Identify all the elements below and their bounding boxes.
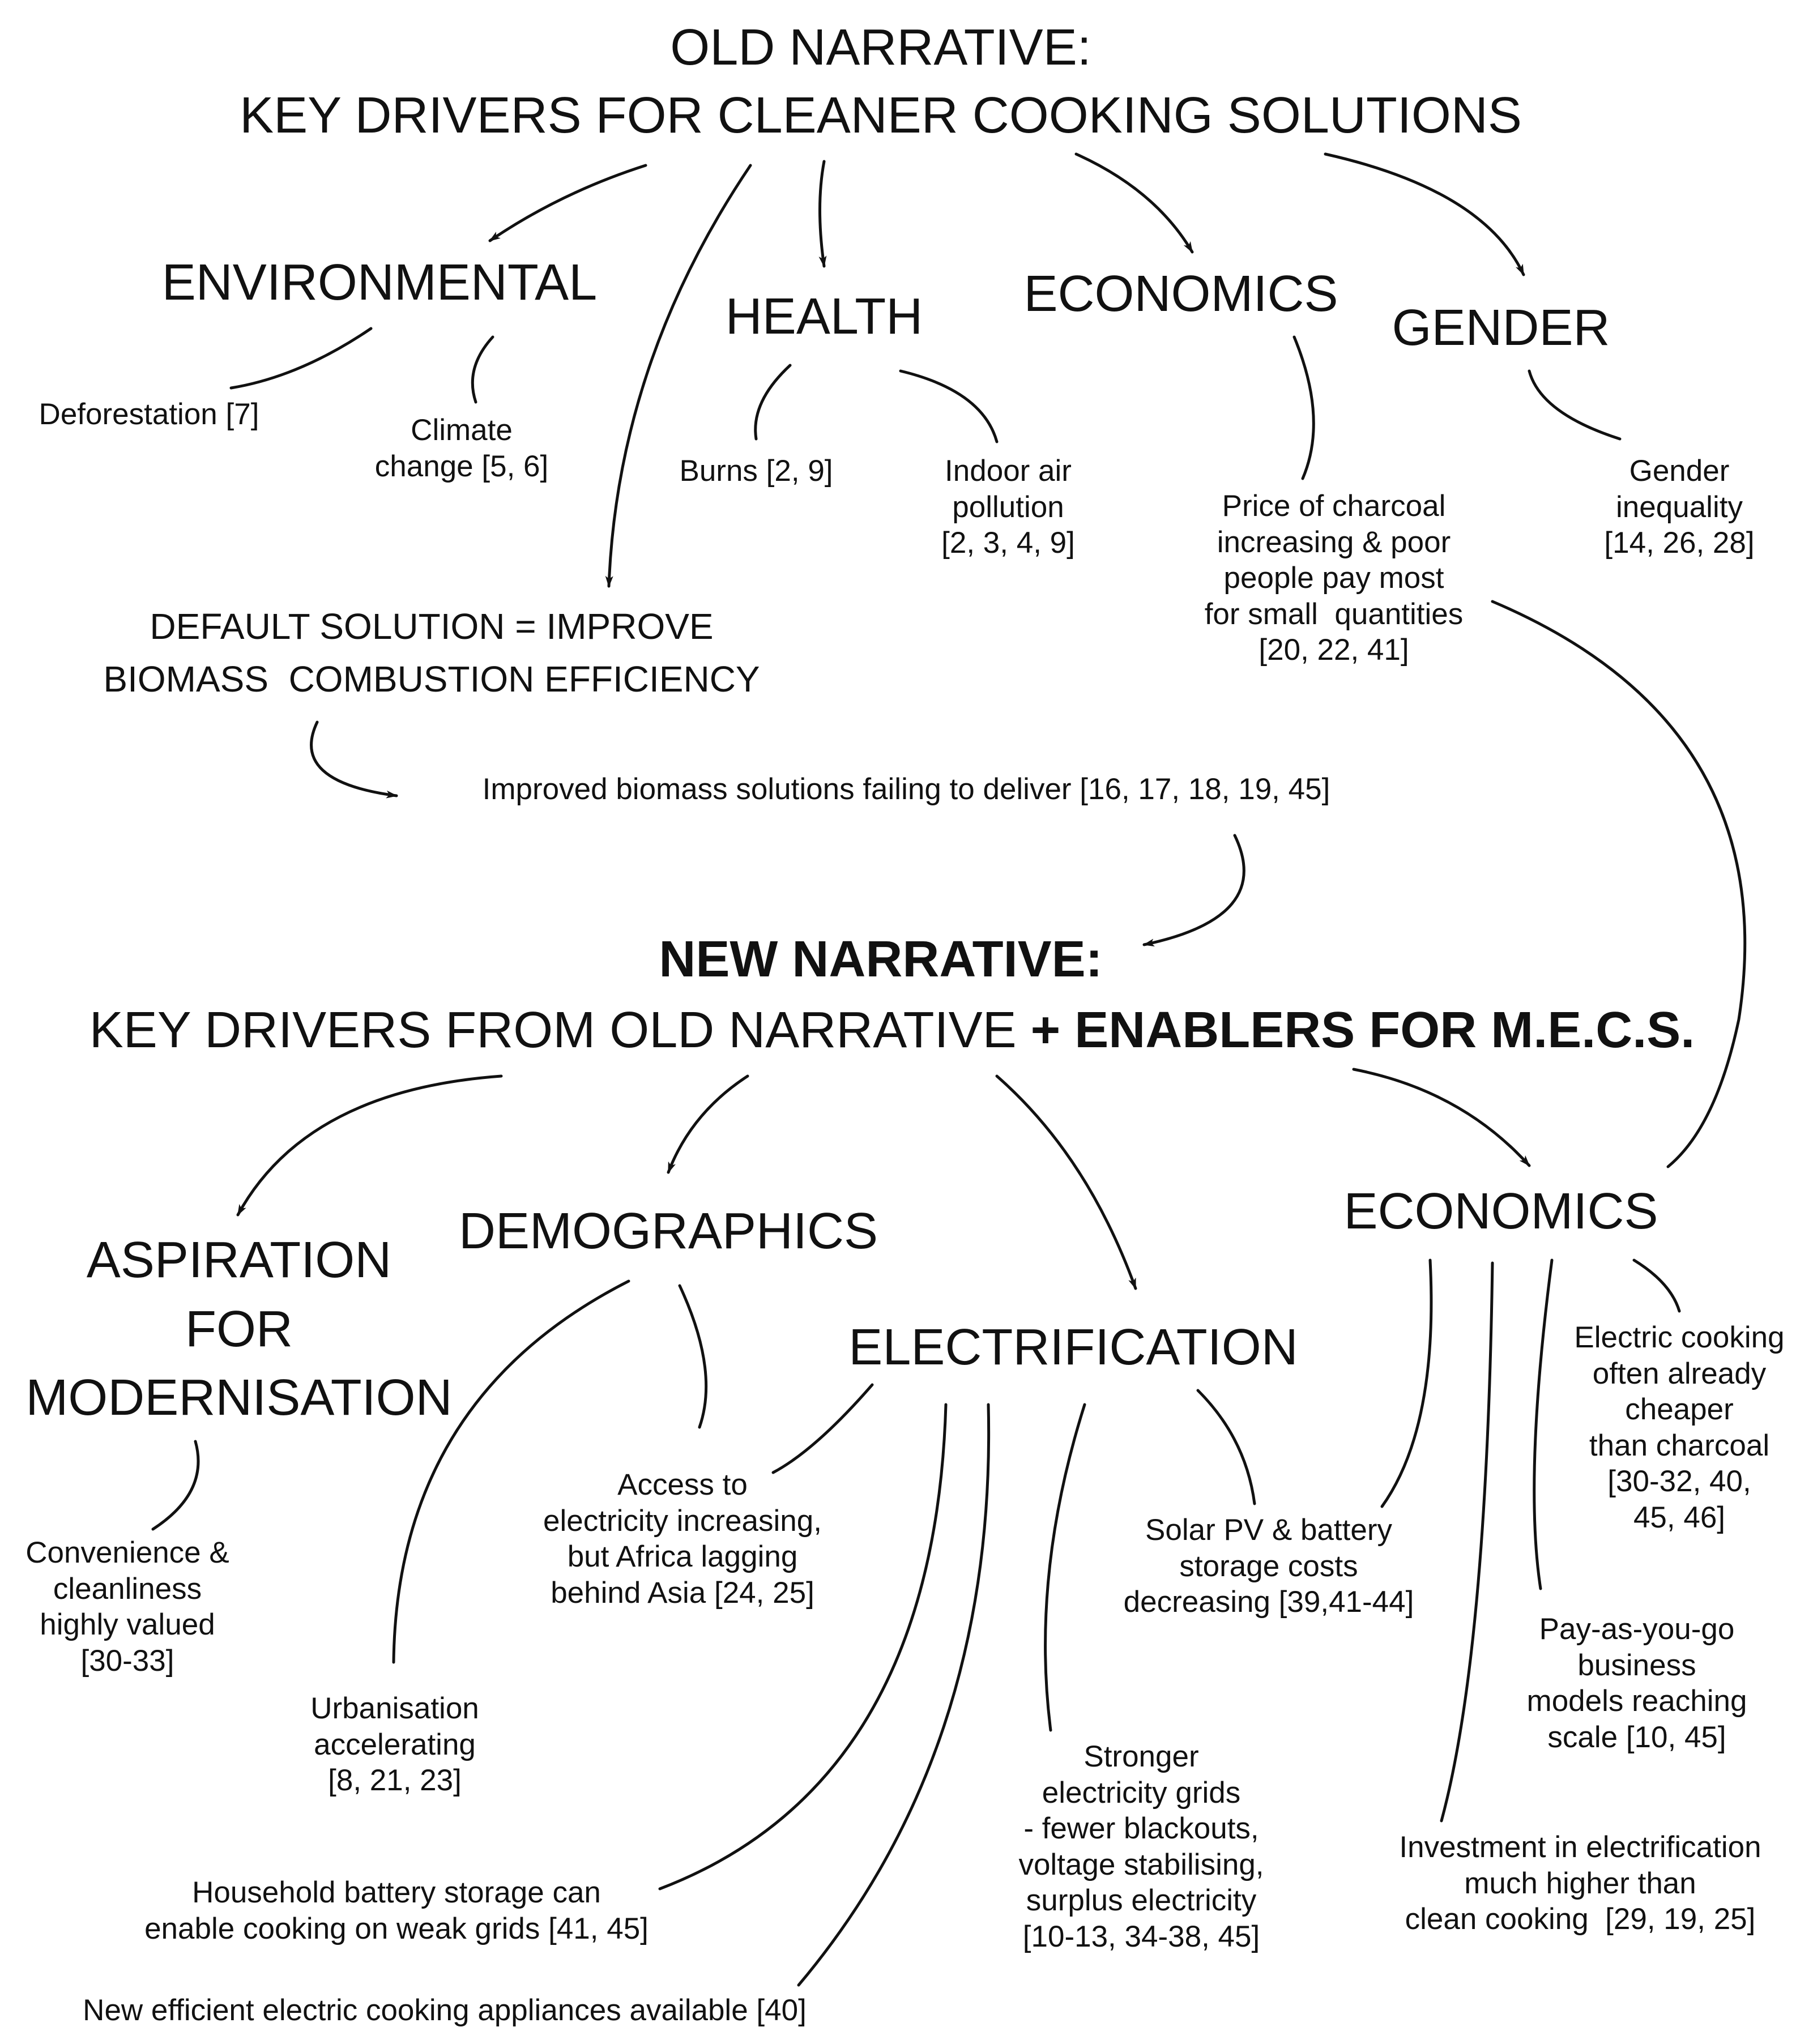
category-aspiration: ASPIRATION FOR MODERNISATION [25,1232,453,1426]
item-convenience: Convenience & cleanliness highly valued … [25,1536,229,1678]
arrow-to-economics-old [1074,152,1194,254]
line-access-electrification [771,1383,874,1474]
arrow-to-aspiration [236,1074,503,1217]
line-burns [754,364,792,441]
line-solar [1196,1389,1256,1505]
old-narrative-subtitle: KEY DRIVERS FOR CLEANER COOKING SOLUTION… [240,87,1522,144]
arrow-to-health [818,160,827,268]
item-stronger-grids: Stronger electricity grids - fewer black… [1018,1740,1264,1953]
line-payg [1533,1258,1554,1590]
arrow-to-electrification [995,1074,1137,1290]
arrow-to-environmental [488,164,647,242]
line-urbanisation [392,1279,630,1664]
item-burns: Burns [2, 9] [679,454,833,488]
category-health: HEALTH [725,288,923,345]
new-narrative-subtitle-part1: KEY DRIVERS FROM OLD NARRATIVE [89,1002,1031,1059]
new-narrative-subtitle: KEY DRIVERS FROM OLD NARRATIVE + ENABLER… [89,1000,1695,1061]
arrow-to-gender [1324,152,1525,276]
item-gender-inequality: Gender inequality [14, 26, 28] [1604,454,1755,560]
item-urbanisation: Urbanisation accelerating [8, 21, 23] [310,1692,479,1798]
line-solar-economics [1380,1258,1433,1508]
item-appliances: New efficient electric cooking appliance… [83,1994,807,2027]
arrow-to-failing [310,720,398,799]
category-economics-new: ECONOMICS [1343,1183,1658,1240]
line-climate-change [471,335,494,404]
item-electric-cheaper: Electric cooking often already cheaper t… [1574,1321,1785,1534]
item-access-electricity: Access to electricity increasing, but Af… [543,1468,822,1610]
line-appliances [797,1403,991,1987]
category-electrification: ELECTRIFICATION [848,1319,1298,1376]
category-demographics: DEMOGRAPHICS [458,1203,878,1260]
line-access [678,1284,708,1429]
category-environmental: ENVIRONMENTAL [161,254,598,311]
item-deforestation: Deforestation [7] [39,398,259,431]
item-charcoal-price: Price of charcoal increasing & poor peop… [1204,489,1464,667]
item-solar-pv: Solar PV & battery storage costs decreas… [1123,1513,1414,1619]
item-investment: Investment in electrification much highe… [1399,1830,1761,1936]
arrow-to-default-solution [605,164,752,588]
item-climate-change: Climate change [5, 6] [374,413,549,483]
new-narrative-title: NEW NARRATIVE: [659,931,1103,988]
arrow-to-demographics [667,1074,749,1174]
new-narrative-subtitle-part2: + ENABLERS FOR M.E.C.S. [1030,1002,1695,1059]
line-stronger-grids [1044,1403,1086,1732]
line-electric-cheaper [1632,1258,1681,1313]
old-narrative-title: OLD NARRATIVE: [670,19,1091,76]
line-deforestation [229,327,373,390]
default-solution: DEFAULT SOLUTION = IMPROVE BIOMASS COMBU… [103,606,760,699]
line-gender-inequality [1528,369,1622,441]
item-battery-storage: Household battery storage can enable coo… [144,1876,649,1945]
line-charcoal-price [1292,335,1315,480]
arrow-to-new-narrative [1142,834,1245,947]
category-gender: GENDER [1392,300,1610,356]
item-indoor-air-pollution: Indoor air pollution [2, 3, 4, 9] [941,454,1075,560]
line-battery [658,1403,948,1891]
line-convenience [151,1440,200,1531]
failing-solutions: Improved biomass solutions failing to de… [482,773,1330,806]
line-indoor-air [899,369,999,443]
category-economics-old: ECONOMICS [1023,266,1338,322]
line-investment [1440,1261,1494,1823]
line-charcoal-to-new-economics [1491,600,1747,1168]
item-payg: Pay-as-you-go business models reaching s… [1526,1612,1747,1754]
arrow-to-economics-new [1352,1068,1531,1167]
